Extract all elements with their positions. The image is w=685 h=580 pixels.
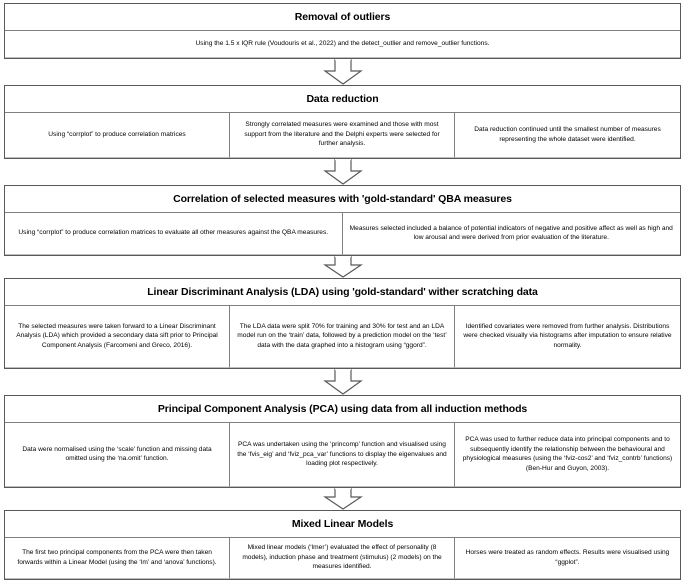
- stage-cell: Data reduction continued until the small…: [455, 113, 680, 159]
- stage-cell-text: The first two principal components from …: [17, 549, 217, 566]
- stage-title-principal-component-analysis: Principal Component Analysis (PCA) using…: [5, 396, 680, 424]
- stage-cell: Horses were treated as random effects. R…: [455, 538, 680, 580]
- stage-columns-correlation-of-selected-measures: Using “corrplot” to produce correlation …: [5, 213, 680, 256]
- stage-title-mixed-linear-models: Mixed Linear Models: [5, 511, 680, 539]
- down-block-arrow-icon: [322, 488, 363, 511]
- stage-columns-linear-discriminant-analysis: The selected measures were taken forward…: [5, 306, 680, 369]
- connector-arrow-3: [4, 256, 681, 278]
- stage-linear-discriminant-analysis: Linear Discriminant Analysis (LDA) using…: [4, 278, 681, 370]
- stage-title-data-reduction: Data reduction: [5, 86, 680, 114]
- connector-arrow-4: [4, 369, 681, 395]
- stage-cell-text: Data were normalised using the ‘scale’ f…: [22, 445, 212, 463]
- stage-columns-principal-component-analysis: Data were normalised using the ‘scale’ f…: [5, 423, 680, 488]
- stage-principal-component-analysis: Principal Component Analysis (PCA) using…: [4, 395, 681, 489]
- stage-cell-text: Identified covariates were removed from …: [463, 322, 672, 350]
- stage-cell-text: Strongly correlated measures were examin…: [244, 121, 440, 148]
- stage-cell: Using “corrplot” to produce correlation …: [5, 213, 343, 256]
- stage-cell-text: Using the 1.5 x IQR rule (Voudouris et a…: [195, 39, 490, 47]
- stage-cell-text: The LDA data were split 70% for training…: [237, 322, 447, 350]
- stage-cell: Strongly correlated measures were examin…: [230, 113, 455, 159]
- stage-cell-text: Data reduction continued until the small…: [474, 126, 661, 143]
- stage-correlation-of-selected-measures: Correlation of selected measures with 'g…: [4, 185, 681, 257]
- stage-columns-mixed-linear-models: The first two principal components from …: [5, 538, 680, 580]
- connector-arrow-1: [4, 59, 681, 85]
- stage-title-removal-of-outliers: Removal of outliers: [5, 4, 680, 32]
- stage-cell: PCA was undertaken using the ‘princomp’ …: [230, 423, 455, 488]
- stage-cell-text: PCA was undertaken using the ‘princomp’ …: [237, 440, 447, 468]
- stage-removal-of-outliers: Removal of outliers Using the 1.5 x IQR …: [4, 3, 681, 60]
- stage-cell-text: PCA was used to further reduce data into…: [462, 436, 673, 472]
- down-block-arrow-icon: [322, 369, 363, 395]
- stage-columns-data-reduction: Using “corrplot” to produce correlation …: [5, 113, 680, 159]
- connector-arrow-2: [4, 159, 681, 185]
- stage-cell: Mixed linear models (‘lmer’) evaluated t…: [230, 538, 455, 580]
- stage-cell-text: Using “corrplot” to produce correlation …: [48, 130, 186, 138]
- stage-cell-text: Horses were treated as random effects. R…: [465, 549, 670, 566]
- down-block-arrow-icon: [322, 159, 363, 185]
- stage-title-correlation-of-selected-measures: Correlation of selected measures with 'g…: [5, 186, 680, 214]
- stage-cell: Identified covariates were removed from …: [455, 306, 680, 369]
- stage-cell-text: Mixed linear models (‘lmer’) evaluated t…: [242, 544, 442, 571]
- stage-columns-removal-of-outliers: Using the 1.5 x IQR rule (Voudouris et a…: [5, 31, 680, 59]
- down-block-arrow-icon: [322, 256, 363, 278]
- stage-cell-text: The selected measures were taken forward…: [16, 322, 218, 350]
- down-block-arrow-icon: [322, 59, 363, 85]
- stage-cell: Measures selected included a balance of …: [342, 213, 680, 256]
- stage-data-reduction: Data reduction Using “corrplot” to produ…: [4, 85, 681, 160]
- connector-arrow-5: [4, 488, 681, 511]
- stage-cell-text: Measures selected included a balance of …: [349, 224, 673, 242]
- stage-cell: Data were normalised using the ‘scale’ f…: [5, 423, 230, 488]
- stage-cell: Using the 1.5 x IQR rule (Voudouris et a…: [5, 31, 680, 59]
- stage-cell: The selected measures were taken forward…: [5, 306, 230, 369]
- stage-title-linear-discriminant-analysis: Linear Discriminant Analysis (LDA) using…: [5, 279, 680, 307]
- stage-cell: Using “corrplot” to produce correlation …: [5, 113, 230, 159]
- stage-mixed-linear-models: Mixed Linear Models The first two princi…: [4, 510, 681, 580]
- stage-cell-text: Using “corrplot” to produce correlation …: [18, 229, 329, 237]
- stage-cell: The LDA data were split 70% for training…: [230, 306, 455, 369]
- stage-cell: The first two principal components from …: [5, 538, 230, 580]
- stage-cell: PCA was used to further reduce data into…: [455, 423, 680, 488]
